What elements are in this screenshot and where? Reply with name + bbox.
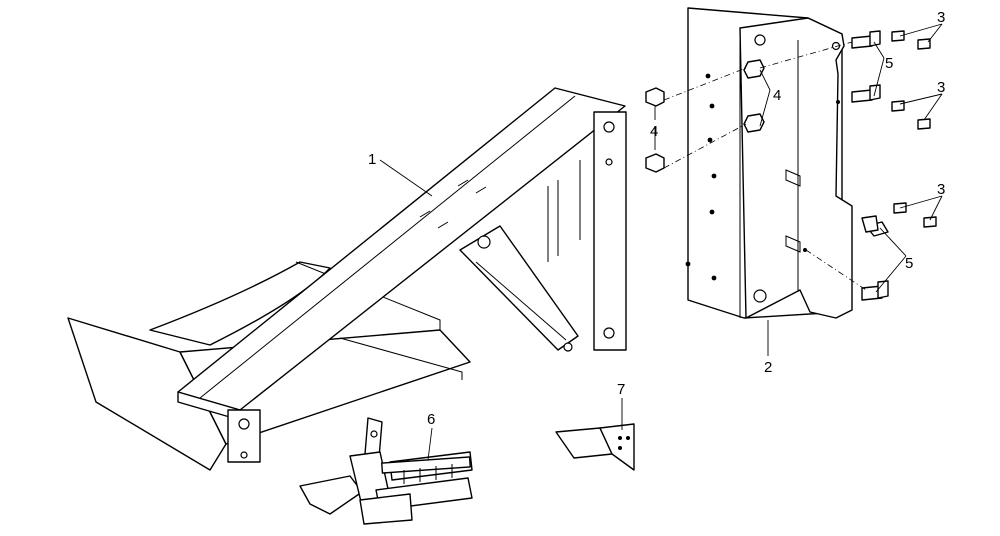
label-screws-upper: 3 [937, 9, 945, 26]
screw-group-lower [893, 202, 937, 228]
label-bolts-upper: 5 [885, 55, 893, 72]
label-screws-lower: 3 [937, 181, 945, 198]
label-pedal-assembly: 6 [427, 411, 435, 428]
screw-group-middle [891, 100, 931, 130]
bracket [685, 7, 853, 319]
pedal-assembly [299, 417, 473, 525]
label-nuts-bracket: 4 [773, 87, 781, 104]
screw-group-upper [891, 30, 931, 50]
label-screws-middle: 3 [937, 79, 945, 96]
bolt-group-lower [861, 215, 889, 301]
nut-group-bracket [743, 59, 765, 133]
angle-plate [555, 423, 635, 471]
label-frame: 1 [368, 151, 376, 168]
label-angle-plate: 7 [617, 381, 625, 398]
leader-lines [379, 23, 943, 461]
label-bracket: 2 [764, 359, 772, 376]
bolt-group-upper [851, 30, 881, 103]
part-labels: 1 2 3 3 3 4 4 5 5 6 7 [368, 9, 945, 428]
nut-group-left [645, 87, 665, 173]
label-nuts-left: 4 [650, 123, 658, 140]
assembly-lines [663, 41, 867, 291]
label-bolts-lower: 5 [905, 255, 913, 272]
frame-assembly [67, 87, 627, 471]
